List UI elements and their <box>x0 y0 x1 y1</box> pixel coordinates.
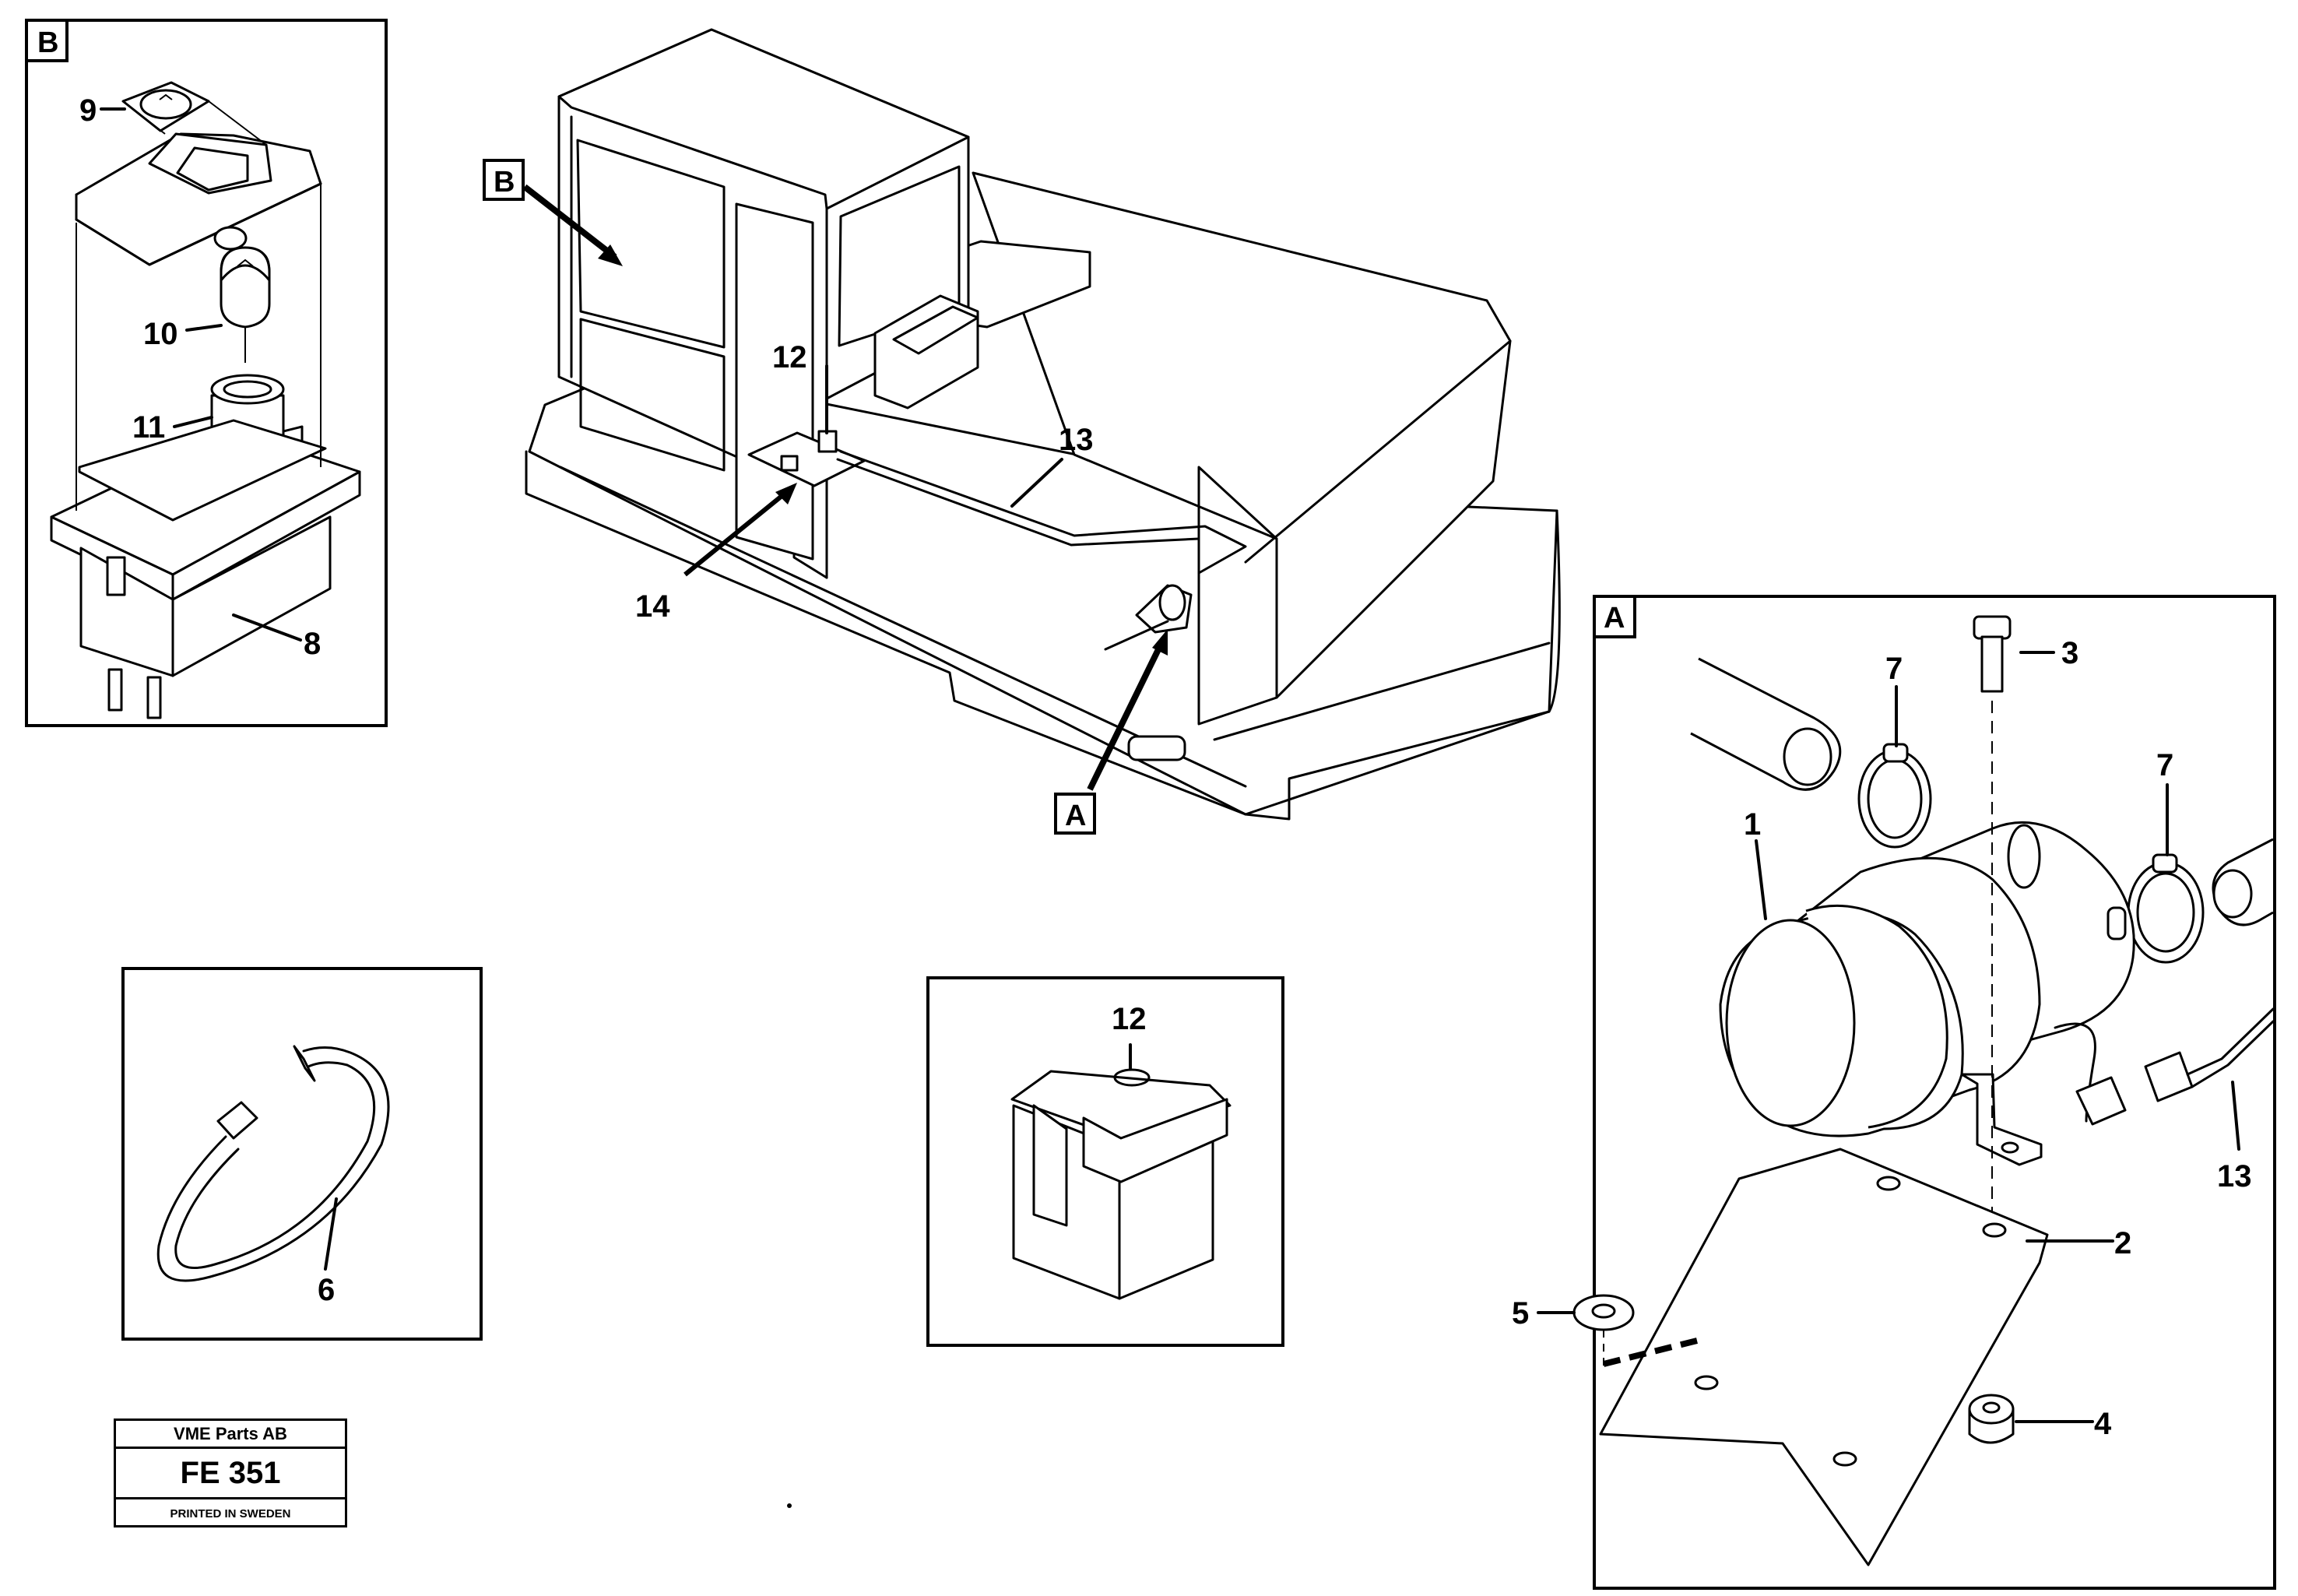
switch-base-8 <box>50 419 361 719</box>
callout-10: 10 <box>143 317 178 351</box>
callout-6: 6 <box>318 1273 335 1307</box>
cab <box>557 28 979 579</box>
callout-9: 9 <box>79 93 97 128</box>
title-block: VME Parts AB FE 351 PRINTED IN SWEDEN <box>114 1418 347 1527</box>
callout-4: 4 <box>2094 1407 2112 1441</box>
view-a-tag: A <box>1065 800 1086 832</box>
detail-a-panel: A <box>1512 595 2276 1590</box>
bolt-3 <box>1973 615 2012 1300</box>
drawing-code: FE 351 <box>116 1449 345 1499</box>
callout-12-relay: 12 <box>1112 1002 1147 1036</box>
view-b-tag-box <box>483 159 525 201</box>
view-b-tag: B <box>494 166 515 199</box>
cable-tie-panel: 6 <box>121 967 483 1341</box>
printed-note: PRINTED IN SWEDEN <box>170 1507 291 1520</box>
bulb-10 <box>220 246 271 363</box>
detail-b-tag-box <box>25 19 69 62</box>
machine-view: B A 12 13 14 <box>483 28 1561 835</box>
callout-5: 5 <box>1512 1296 1529 1331</box>
callout-13-detail: 13 <box>2217 1159 2252 1193</box>
callout-8: 8 <box>304 627 321 661</box>
pump-1 <box>1719 821 2275 1166</box>
company-name: VME Parts AB <box>116 1421 345 1449</box>
detail-a-tag-box <box>1593 595 1636 638</box>
hose-clamp-left <box>1857 743 1932 849</box>
relay-panel: 12 <box>926 976 1284 1347</box>
switch-housing-top <box>75 132 322 266</box>
mounting-plate-2 <box>1599 1148 2049 1566</box>
callout-12-machine: 12 <box>772 340 807 374</box>
callout-1: 1 <box>1744 807 1761 842</box>
detail-a-tag: A <box>1604 602 1625 635</box>
lens-cover-9 <box>121 81 210 132</box>
callout-13-machine: 13 <box>1059 423 1094 457</box>
beacon-unit <box>1104 584 1193 761</box>
hose-left <box>1690 657 1842 791</box>
callout-11: 11 <box>132 410 165 445</box>
hose-right <box>2212 838 2274 926</box>
detail-b-panel: B <box>25 19 388 727</box>
view-a-tag-box <box>1054 793 1096 835</box>
callout-14: 14 <box>635 589 670 624</box>
callout-3: 3 <box>2061 636 2078 670</box>
callout-2: 2 <box>2114 1226 2131 1260</box>
detail-b-tag: B <box>37 26 58 59</box>
hose-clamp-right <box>2127 853 2205 964</box>
nut-4 <box>1968 1394 2015 1444</box>
callout-7-right: 7 <box>2156 748 2173 782</box>
callout-7-left: 7 <box>1885 652 1903 686</box>
washer-5 <box>1572 1294 1635 1370</box>
